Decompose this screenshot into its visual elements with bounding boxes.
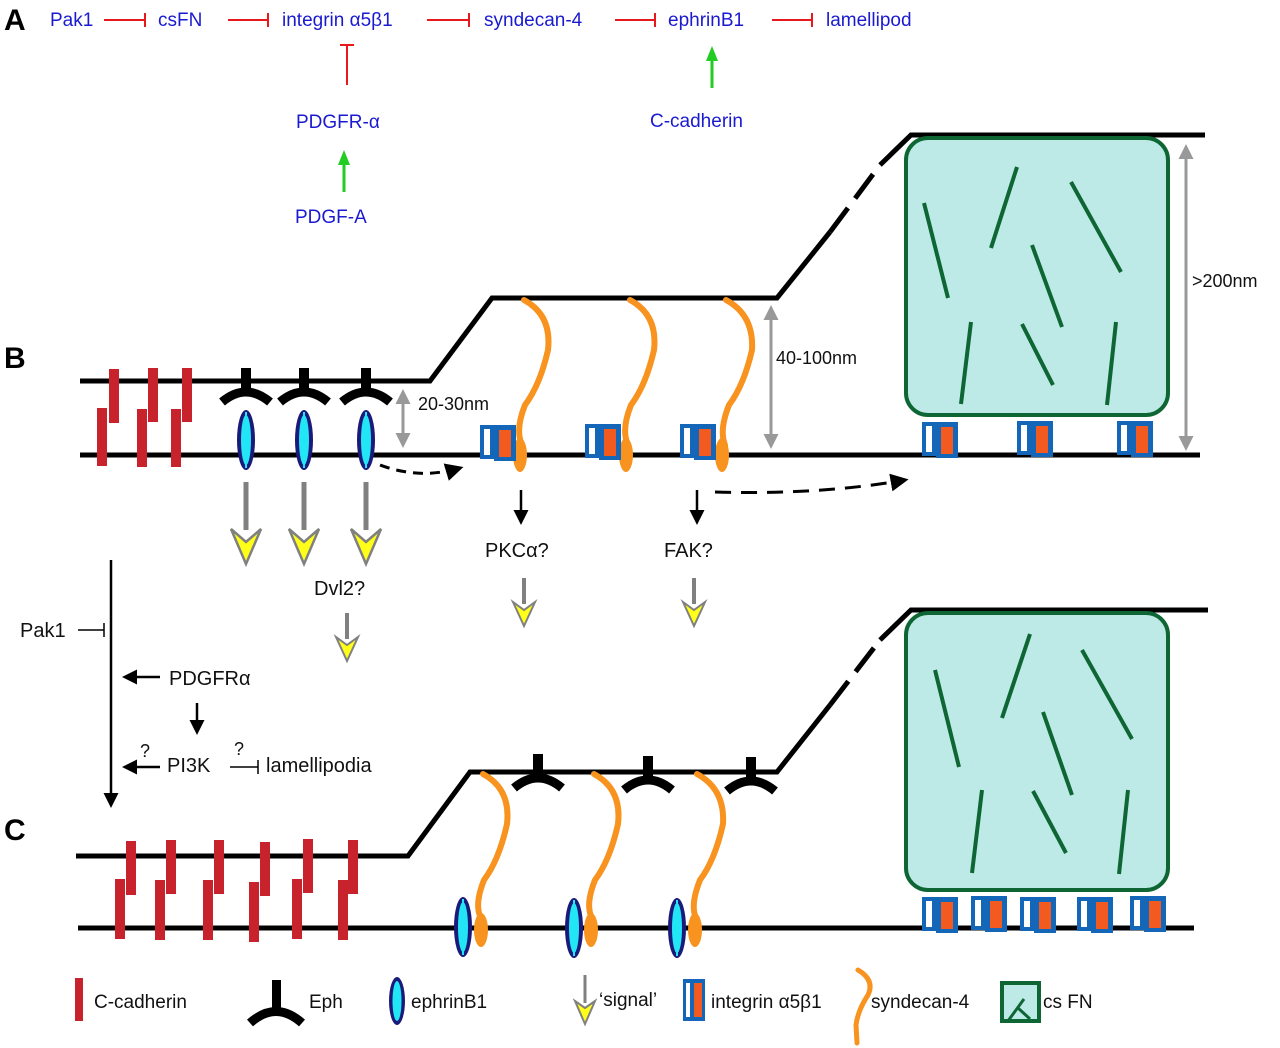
node-csfn: csFN	[158, 10, 202, 31]
legend-item-cs-fn: cs FN	[1000, 981, 1093, 1023]
side-question-1: ?	[140, 741, 150, 761]
syndecan-icon	[853, 967, 873, 1046]
side-question-2: ?	[234, 739, 244, 759]
legend-label: syndecan-4	[871, 992, 970, 1013]
node-pdgfr-alpha: PDGFR-α	[296, 112, 380, 133]
cs-fn-icon	[1000, 981, 1041, 1023]
c-cadherin-group	[97, 368, 192, 467]
node-ephrinb1: ephrinB1	[668, 10, 744, 31]
signal-label-pkc: PKCα?	[485, 540, 549, 562]
node-lamellipod: lamellipod	[826, 10, 912, 31]
upper-membrane-top-c	[878, 607, 1208, 642]
legend-label: integrin α5β1	[711, 992, 822, 1013]
legend-label: Eph	[309, 992, 343, 1013]
legend-item-integrin: integrin α5β1	[683, 979, 822, 1021]
legend-label: ‘signal’	[599, 990, 657, 1011]
signal-arrow-pkc	[511, 576, 537, 628]
cs-fn-matrix-c	[904, 611, 1170, 892]
syndecan-group-c	[475, 771, 727, 921]
syndecan-group-b	[516, 297, 756, 448]
panel-b: B 20-30nm	[4, 132, 1258, 663]
upper-membrane-c	[76, 703, 832, 859]
side-pak1: Pak1	[20, 620, 66, 642]
ephrinb1-icon	[389, 977, 405, 1025]
side-lamellipodia: lamellipodia	[266, 755, 372, 777]
upper-membrane-top	[878, 132, 1205, 167]
syndecan-base-b	[513, 438, 729, 472]
inhibition-arrows	[104, 13, 813, 85]
legend-label: C-cadherin	[94, 992, 187, 1013]
fn-fibrils-c	[933, 633, 1134, 875]
legend-item-syndecan: syndecan-4	[853, 967, 970, 1046]
upper-membrane	[80, 230, 832, 384]
signal-label-fak: FAK?	[664, 540, 713, 562]
signal-arrow-icon	[572, 975, 598, 1027]
panel-label-b: B	[4, 342, 26, 375]
signal-arrow-fak	[681, 576, 707, 628]
signal-arrows-ephrin	[231, 482, 381, 564]
distance-label-1: 20-30nm	[418, 394, 489, 414]
legend-label: ephrinB1	[411, 992, 487, 1013]
activation-arrows	[338, 46, 718, 192]
upper-membrane-dashed	[827, 163, 883, 234]
legend-item-signal: ‘signal’	[572, 975, 657, 1027]
node-c-cadherin: C-cadherin	[650, 111, 743, 132]
integrin-group-b	[480, 424, 716, 461]
signal-arrow-dvl2	[334, 611, 360, 663]
eph-ephrin-group	[222, 368, 390, 471]
fn-fibrils-b	[922, 166, 1123, 406]
legend: C-cadherin Eph ephrinB1 ‘signal’	[75, 967, 1093, 1046]
transition-arrow-1	[379, 463, 464, 481]
node-pak1: Pak1	[50, 10, 93, 31]
integrin-icon	[683, 979, 705, 1021]
distance-label-3: >200nm	[1192, 271, 1258, 291]
side-pi3k: PI3K	[167, 755, 211, 777]
c-cadherin-icon	[75, 978, 83, 1021]
cs-fn-matrix-b	[904, 136, 1170, 417]
syndecan-base-c	[474, 913, 702, 947]
distance-label-2: 40-100nm	[776, 348, 857, 368]
legend-item-ephrinb1: ephrinB1	[389, 977, 487, 1025]
side-pathway: Pak1 PDGFRα PI3K ? ? lamellipodia	[20, 560, 372, 808]
transition-arrow-2	[714, 473, 909, 494]
panel-a: A Pak1 csFN integrin α5β1 syndecan-4 eph…	[4, 4, 912, 228]
c-cadherin-group-c	[115, 839, 358, 942]
upper-membrane-dashed-c	[828, 638, 882, 707]
panel-label-c: C	[4, 814, 26, 847]
legend-label: cs FN	[1043, 992, 1093, 1013]
legend-item-eph: Eph	[247, 980, 343, 1027]
panel-c: C	[4, 607, 1208, 959]
eph-icon	[247, 980, 305, 1027]
integrin-group-b2	[922, 421, 1153, 458]
legend-item-c-cadherin: C-cadherin	[75, 978, 187, 1021]
side-pdgfr-alpha: PDGFRα	[169, 668, 251, 690]
node-integrin: integrin α5β1	[282, 10, 393, 31]
node-pdgf-a: PDGF-A	[295, 207, 367, 228]
signal-label-dvl2: Dvl2?	[314, 578, 365, 600]
node-syndecan: syndecan-4	[484, 10, 583, 31]
panel-label-a: A	[4, 4, 26, 37]
